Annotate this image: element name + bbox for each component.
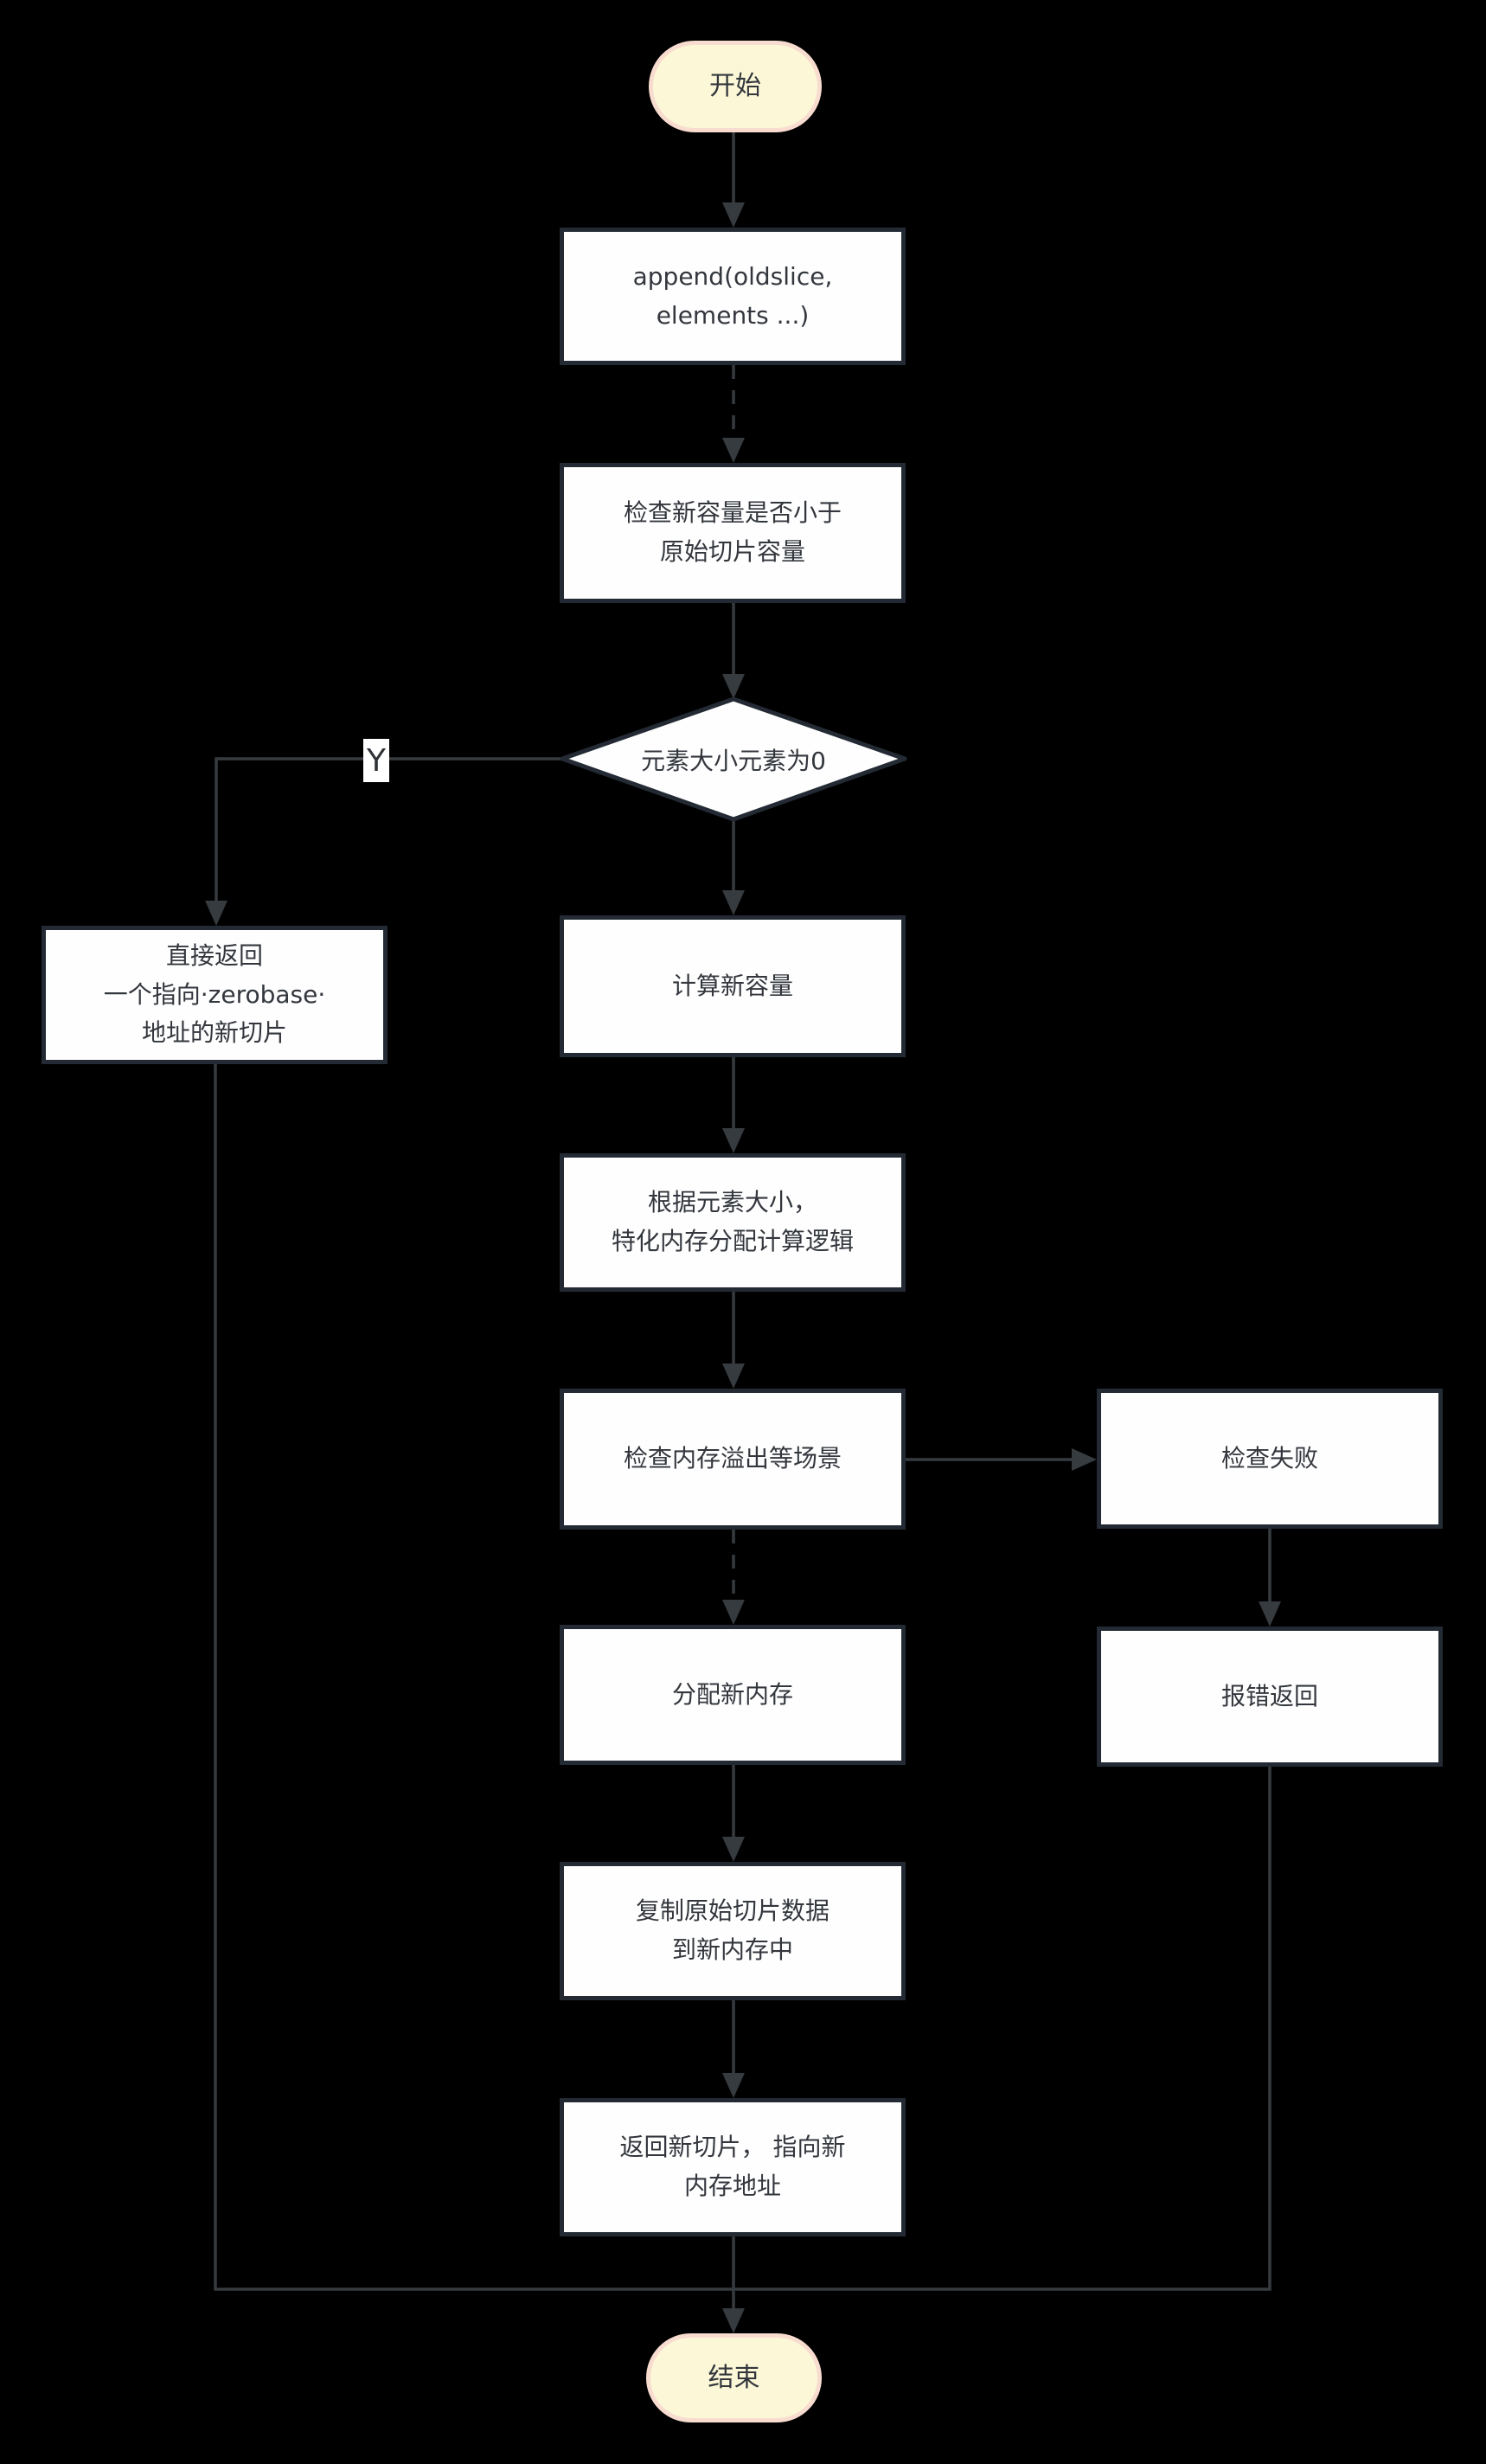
node-return-new-slice: 返回新切片， 指向新 内存地址 xyxy=(560,2098,906,2236)
node-copy-original-data-label: 复制原始切片数据 到新内存中 xyxy=(635,1896,829,1964)
node-alloc-new-memory-label: 分配新内存 xyxy=(671,1679,793,1709)
node-error-return: 报错返回 xyxy=(1097,1627,1443,1767)
node-calc-new-capacity-label: 计算新容量 xyxy=(671,971,793,1000)
node-element-size-decision: 元素大小元素为0 xyxy=(562,699,905,819)
node-specialize-alloc: 根据元素大小， 特化内存分配计算逻辑 xyxy=(560,1153,906,1292)
arrowhead-into-calccapacity xyxy=(722,890,745,915)
node-check-failed: 检查失败 xyxy=(1097,1389,1443,1529)
edge-zerobase-to-end-merge xyxy=(214,1064,733,2291)
node-append-call: append(oldslice, elements ...) xyxy=(560,228,906,365)
node-end: 结束 xyxy=(646,2333,822,2422)
arrowhead-into-specialize xyxy=(722,1128,745,1153)
node-element-size-decision-label: 元素大小元素为0 xyxy=(641,746,826,775)
arrowhead-into-decision xyxy=(722,674,745,699)
node-check-new-capacity: 检查新容量是否小于 原始切片容量 xyxy=(560,463,906,603)
edge-decision-yes-branch xyxy=(215,757,562,902)
arrowhead-into-alloc xyxy=(722,1600,745,1625)
node-check-new-capacity-label: 检查新容量是否小于 原始切片容量 xyxy=(623,498,842,566)
node-start-label: 开始 xyxy=(709,71,761,101)
arrowhead-into-returnslice xyxy=(722,2073,745,2098)
decision-diamond xyxy=(560,696,907,822)
edge-label-yes: Y xyxy=(363,739,389,782)
node-check-overflow-label: 检查内存溢出等场景 xyxy=(623,1444,842,1473)
arrowhead-into-checkfailed xyxy=(1072,1448,1097,1471)
arrowhead-into-append xyxy=(722,202,745,228)
arrowhead-into-end xyxy=(722,2308,745,2333)
edge-label-yes-text: Y xyxy=(367,742,386,779)
node-start: 开始 xyxy=(649,41,822,132)
node-append-call-label: append(oldslice, elements ...) xyxy=(632,261,833,330)
node-return-new-slice-label: 返回新切片， 指向新 内存地址 xyxy=(619,2133,846,2200)
arrowhead-into-checkcapacity xyxy=(722,438,745,463)
node-specialize-alloc-label: 根据元素大小， 特化内存分配计算逻辑 xyxy=(611,1188,854,1255)
arrowhead-into-copy xyxy=(722,1837,745,1862)
arrowhead-into-errorreturn xyxy=(1259,1601,1281,1627)
edge-errorreturn-to-end-merge xyxy=(733,1767,1271,2291)
node-return-zerobase: 直接返回 一个指向·zerobase· 地址的新切片 xyxy=(42,926,388,1064)
node-alloc-new-memory: 分配新内存 xyxy=(560,1625,906,1765)
node-check-failed-label: 检查失败 xyxy=(1220,1443,1318,1473)
node-copy-original-data: 复制原始切片数据 到新内存中 xyxy=(560,1862,906,2000)
node-return-zerobase-label: 直接返回 一个指向·zerobase· 地址的新切片 xyxy=(103,940,326,1048)
node-calc-new-capacity: 计算新容量 xyxy=(560,915,906,1057)
arrowhead-into-checkoverflow xyxy=(722,1364,745,1389)
node-check-overflow: 检查内存溢出等场景 xyxy=(560,1389,906,1530)
arrowhead-into-zerobase xyxy=(205,901,227,926)
node-end-label: 结束 xyxy=(708,2362,760,2393)
node-error-return-label: 报错返回 xyxy=(1220,1681,1318,1710)
